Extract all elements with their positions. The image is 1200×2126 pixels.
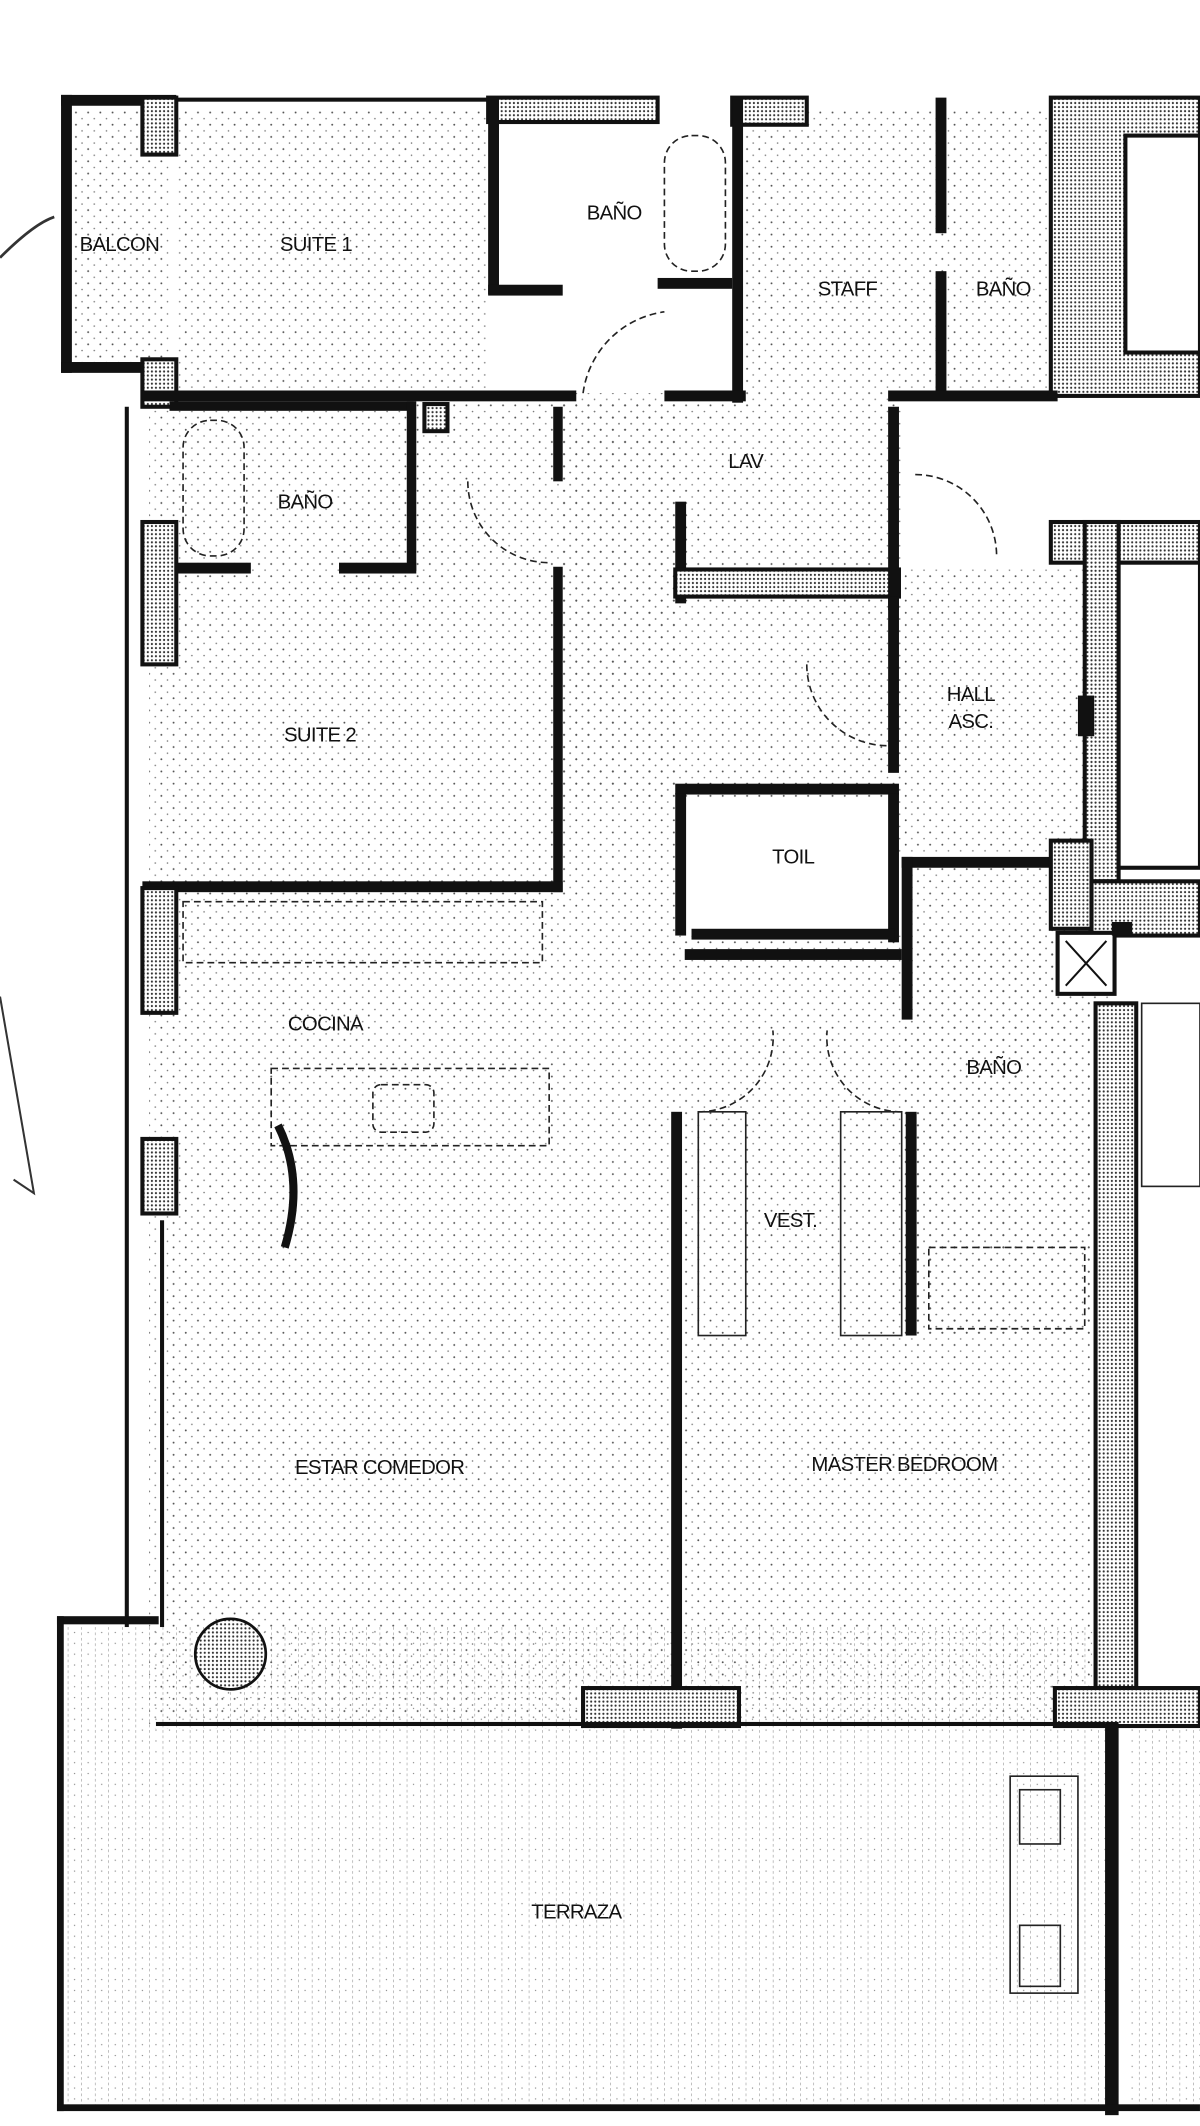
room-labels: BALCON SUITE 1 BAÑO STAFF BAÑO BAÑO LAV … — [80, 201, 1032, 1924]
label-suite2: SUITE 2 — [284, 725, 356, 747]
label-master-bedroom: MASTER BEDROOM — [811, 1454, 997, 1476]
label-bano-staff: BAÑO — [976, 277, 1031, 301]
label-suite1: SUITE 1 — [280, 234, 352, 256]
label-lav: LAV — [728, 451, 764, 473]
label-staff: STAFF — [818, 279, 878, 301]
label-terraza: TERRAZA — [531, 1902, 622, 1924]
label-vest: VEST. — [764, 1210, 817, 1232]
label-asc: ASC. — [948, 711, 993, 733]
fixtures — [0, 134, 1200, 1994]
label-bano-master: BAÑO — [966, 1055, 1021, 1079]
label-cocina: COCINA — [288, 1013, 364, 1035]
walls — [56, 94, 1200, 2116]
label-estar-comedor: ESTAR COMEDOR — [295, 1457, 464, 1479]
label-toil: TOIL — [772, 847, 814, 869]
label-bano-suite1: BAÑO — [587, 201, 642, 225]
column — [193, 1617, 268, 1691]
label-hall: HALL — [947, 684, 996, 706]
label-bano-suite2: BAÑO — [278, 489, 333, 513]
label-balcon: BALCON — [80, 234, 160, 256]
